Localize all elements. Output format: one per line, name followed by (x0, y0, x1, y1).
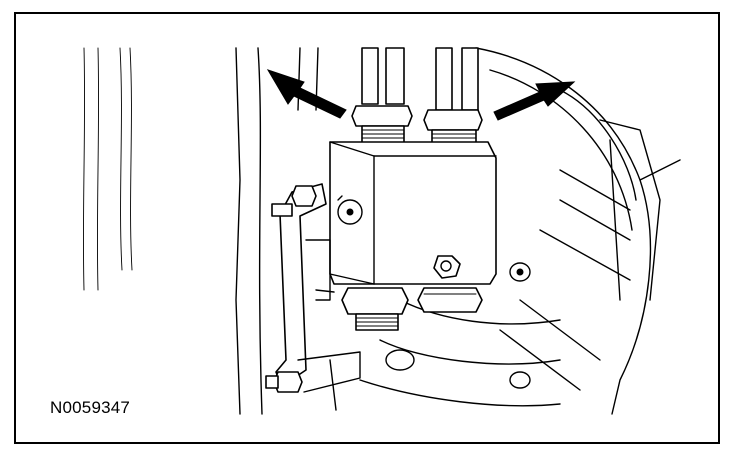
valve-block (329, 141, 497, 285)
linkage-rod (265, 183, 361, 411)
tube-fitting-nuts (351, 105, 483, 145)
panel-edge-lines (82, 47, 133, 291)
lower-fittings (341, 287, 483, 331)
housing-outline (235, 47, 681, 415)
figure-border (14, 12, 720, 444)
figure-code: N0059347 (50, 398, 131, 417)
right-arrow-icon (493, 81, 576, 121)
block-mounting-bolt (433, 255, 461, 279)
left-arrow-icon (266, 69, 347, 119)
hydraulic-tubes (361, 47, 479, 111)
